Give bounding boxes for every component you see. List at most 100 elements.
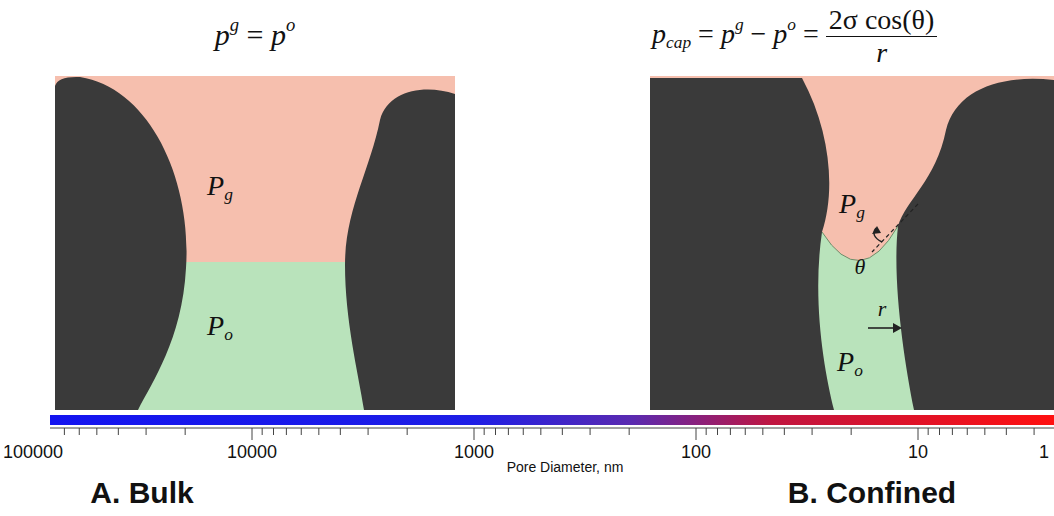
text-group: Po [207,312,233,344]
text-group: 1000 [454,443,494,461]
subscript: o [224,325,233,344]
tick [1006,428,1007,435]
tangent-line [872,204,918,252]
variable: P [839,188,856,219]
operator: = [803,18,819,49]
panel-label: B. Confined [788,476,956,509]
radius-arrow [868,327,896,329]
axis-line [50,428,1054,429]
grain [55,77,187,410]
arrow-head [872,226,881,234]
tick [629,428,630,435]
denominator: r [826,36,937,67]
axis-value: 100000 [3,442,63,462]
operator: = [247,18,264,51]
axis-value: 100 [681,442,711,462]
oil-phase [650,76,1054,410]
text-group: Pg [839,190,865,222]
axis-value: 1000 [454,442,494,462]
tick [273,428,274,435]
text-group: 100000 [3,443,63,461]
text-group: B. Confined [788,478,956,508]
fraction: 2σ cos(θ)r [826,6,937,67]
axis-value: 1 [1039,442,1049,462]
tick [696,428,697,440]
tick [706,428,707,435]
tick [967,428,968,435]
tick [952,428,953,435]
tick [407,428,408,435]
operator: = [698,18,714,49]
tick [784,428,785,435]
tick [730,428,731,435]
tick [118,428,119,435]
tick [318,428,319,435]
text-group: pcap=pg−po=2σ cos(θ)r [652,6,937,67]
tick [96,428,97,435]
tick [64,428,65,435]
angle-symbol: θ [855,254,866,279]
text-group: θ [855,256,866,278]
tick [301,428,302,435]
tick [146,428,147,435]
arrow-head [893,323,902,333]
tick [812,428,813,435]
subscript: g [856,203,865,222]
tick [523,428,524,435]
tick [79,428,80,435]
tick [928,428,929,435]
tick [286,428,287,435]
tick [368,428,369,435]
axis-title: Pore Diameter, nm [507,459,624,475]
axis-ticks [64,428,1034,440]
text-group: 10000 [227,443,277,461]
tick [745,428,746,435]
tick [762,428,763,435]
superscript: o [787,15,796,34]
tick [252,428,253,440]
variable: p [652,18,666,49]
color-bar [50,415,1054,425]
variable: P [837,346,854,377]
text-group: pg=po [215,16,296,50]
tick [590,428,591,435]
text-group: 10 [908,443,928,461]
text-group: r [878,298,887,320]
text-group: Pg [207,172,233,204]
axis-value: 10 [908,442,928,462]
tick [508,428,509,435]
radius-symbol: r [878,296,887,321]
text-group: Pore Diameter, nm [507,460,624,474]
variable: p [721,18,735,49]
tick [939,428,940,435]
tick [984,428,985,435]
superscript: g [230,14,239,35]
superscript: g [735,15,744,34]
numerator: 2σ cos(θ) [826,6,937,36]
text-group: Po [837,348,863,380]
subscript: o [854,361,863,380]
tick [262,428,263,435]
tick [717,428,718,435]
variable: p [773,18,787,49]
tick [495,428,496,435]
tick [185,428,186,435]
subscript: cap [666,33,691,52]
variable: P [207,170,224,201]
superscript: o [286,14,295,35]
tick [340,428,341,435]
text-group: 100 [681,443,711,461]
tick [851,428,852,435]
axis-value: 10000 [227,442,277,462]
variable: p [215,18,230,51]
tick [1034,428,1035,435]
subscript: g [224,185,233,204]
tick [540,428,541,435]
text-group: 1 [1039,443,1049,461]
tick [562,428,563,435]
variable: p [271,18,286,51]
grain [650,78,834,410]
grain [896,79,1054,410]
